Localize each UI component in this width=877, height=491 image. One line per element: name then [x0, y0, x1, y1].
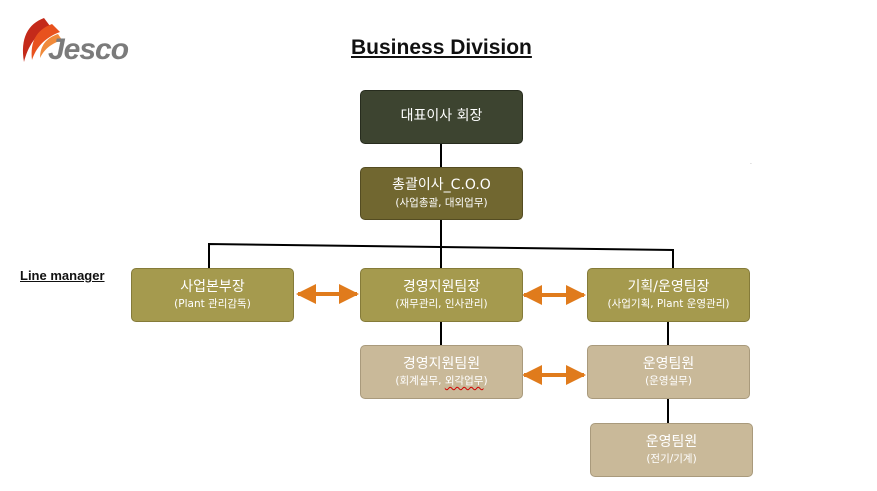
node-ops-staff-1: 운영팀원 (운영실무) [587, 345, 750, 399]
node-coo-subtitle: (사업총괄, 대외업무) [395, 196, 488, 209]
page-title: Business Division [351, 36, 532, 59]
flame-logo-icon [22, 18, 62, 62]
node-coo: 총괄이사_C.O.O (사업총괄, 대외업무) [360, 167, 523, 220]
node-planning-lead-title: 기획/운영팀장 [627, 278, 710, 295]
node-management-lead-subtitle: (재무관리, 인사관리) [395, 298, 488, 311]
node-business-head-subtitle: (Plant 관리감독) [174, 298, 251, 311]
node-ops-staff-1-title: 운영팀원 [642, 355, 695, 372]
node-ops-staff-1-subtitle: (운영실무) [645, 375, 692, 388]
connector-branch-bar [208, 242, 674, 269]
line-manager-label: Line manager [20, 268, 105, 283]
node-business-head: 사업본부장 (Plant 관리감독) [131, 268, 294, 322]
node-planning-lead: 기획/운영팀장 (사업기획, Plant 운영관리) [587, 268, 750, 322]
node-ops-staff-2-subtitle: (전기/기계) [646, 453, 697, 466]
jesco-logo: Jesco [18, 16, 158, 68]
node-ops-staff-2: 운영팀원 (전기/기계) [590, 423, 753, 477]
node-planning-lead-subtitle: (사업기획, Plant 운영관리) [607, 298, 730, 311]
node-management-staff-subtitle: (회계실무, 외각업무) [395, 375, 488, 388]
node-ceo: 대표이사 회장 [360, 90, 523, 144]
logo-wordmark: Jesco [48, 33, 129, 66]
node-management-staff: 경영지원팀원 (회계실무, 외각업무) [360, 345, 523, 399]
node-management-staff-title: 경영지원팀원 [402, 355, 481, 372]
node-management-lead: 경영지원팀장 (재무관리, 인사관리) [360, 268, 523, 322]
node-business-head-title: 사업본부장 [180, 278, 245, 295]
stray-dot: · [750, 161, 752, 168]
node-coo-title: 총괄이사_C.O.O [392, 177, 491, 194]
node-management-lead-title: 경영지원팀장 [402, 278, 481, 295]
node-ops-staff-2-title: 운영팀원 [645, 433, 698, 450]
node-ceo-title: 대표이사 회장 [400, 108, 483, 125]
